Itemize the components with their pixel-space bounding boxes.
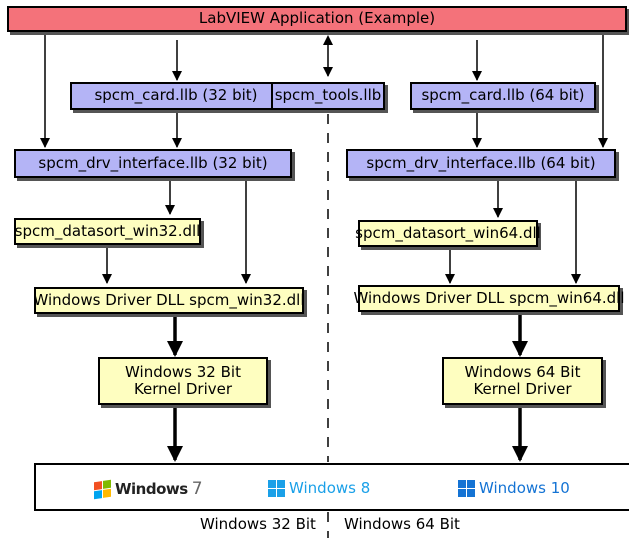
kernel-driver-64-box: Windows 64 Bit Kernel Driver: [442, 357, 603, 405]
footer-windows-32-bit: Windows 32 Bit: [200, 515, 316, 533]
windows7-label: Windows: [115, 480, 188, 498]
windows-driver-dll-32-box: Windows Driver DLL spcm_win32.dll: [33, 287, 305, 314]
windows8-label: Windows 8: [289, 479, 371, 497]
spcm-tools-box: spcm_tools.llb: [271, 82, 385, 110]
spcm-card-32-box: spcm_card.llb (32 bit): [70, 82, 282, 110]
windows-logo-icon: [268, 479, 285, 497]
spcm-drv-interface-64-box: spcm_drv_interface.llb (64 bit): [346, 149, 616, 178]
windows-driver-dll-64-box: Windows Driver DLL spcm_win64.dll: [353, 285, 625, 312]
labview-application-header: LabVIEW Application (Example): [7, 6, 627, 32]
windows-logo-icon: [458, 479, 475, 497]
spcm-datasort-win64-box: spcm_datasort_win64.dll: [355, 220, 541, 247]
footer-windows-64-bit: Windows 64 Bit: [344, 515, 460, 533]
windows8-logo: Windows 8: [268, 479, 370, 497]
windows10-label: Windows 10: [479, 479, 570, 497]
windows10-logo: Windows 10: [458, 479, 570, 497]
spcm-datasort-win32-box: spcm_datasort_win32.dll: [14, 218, 201, 245]
kernel-driver-32-box: Windows 32 Bit Kernel Driver: [98, 357, 268, 405]
spcm-card-64-box: spcm_card.llb (64 bit): [410, 82, 596, 110]
windows7-version: 7: [191, 479, 203, 499]
windows7-flag-icon: [94, 479, 111, 499]
spcm-drv-interface-32-box: spcm_drv_interface.llb (32 bit): [14, 149, 292, 178]
